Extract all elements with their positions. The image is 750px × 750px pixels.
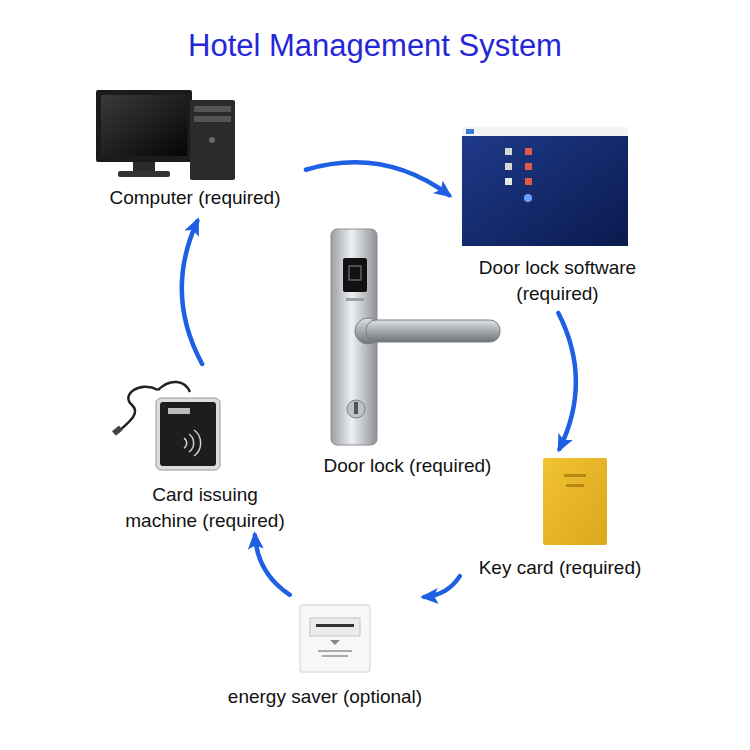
device-node: Door lock (required) bbox=[305, 225, 510, 483]
reader-mark bbox=[349, 266, 361, 280]
card-slot-frame bbox=[310, 618, 360, 636]
device-label: Key card (required) bbox=[465, 555, 655, 581]
app-icon bbox=[525, 178, 532, 185]
plate-print bbox=[322, 655, 348, 657]
door-lock-illustration bbox=[331, 229, 500, 445]
software-window bbox=[462, 127, 628, 246]
app-icon bbox=[524, 194, 532, 202]
encoder-face bbox=[160, 402, 216, 466]
card-encoder-illustration bbox=[112, 382, 220, 470]
flow-arrow bbox=[306, 162, 449, 195]
computer-illustration bbox=[96, 90, 235, 180]
encoder-logo bbox=[168, 408, 190, 414]
lever-handle bbox=[366, 320, 500, 342]
switch-plate bbox=[300, 605, 370, 672]
monitor-screen bbox=[101, 95, 187, 156]
card-print bbox=[566, 484, 584, 487]
app-icon bbox=[525, 163, 532, 170]
device-label: Door lock (required) bbox=[305, 453, 510, 479]
encoder-body bbox=[156, 398, 220, 470]
window-icon bbox=[466, 129, 474, 134]
usb-cable bbox=[158, 382, 190, 392]
device-label: Computer (required) bbox=[90, 185, 300, 211]
device-node: Card issuing machine (required) bbox=[105, 370, 305, 530]
energy-saver-illustration bbox=[300, 605, 370, 672]
monitor-neck bbox=[133, 162, 155, 172]
device-node: Door lock software (required) bbox=[455, 122, 660, 307]
window-bar bbox=[462, 127, 628, 136]
software-screenshot bbox=[462, 127, 628, 246]
rfid-symbol bbox=[184, 430, 201, 456]
device-node: energy saver (optional) bbox=[205, 600, 445, 710]
card-slot bbox=[316, 624, 354, 627]
flow-arrow bbox=[558, 313, 576, 449]
card-print bbox=[564, 474, 586, 477]
monitor-frame bbox=[96, 90, 192, 162]
brand-plate bbox=[346, 298, 364, 301]
device-node: Key card (required) bbox=[465, 455, 655, 580]
usb-plug bbox=[112, 425, 123, 435]
drive-bay bbox=[194, 116, 231, 122]
pc-tower bbox=[190, 100, 235, 180]
app-icon bbox=[505, 148, 512, 155]
key-cylinder bbox=[347, 400, 365, 418]
device-node: Computer (required) bbox=[90, 85, 300, 215]
flow-arrow bbox=[424, 576, 460, 597]
key-card-illustration bbox=[543, 458, 607, 545]
app-icon bbox=[525, 148, 532, 155]
power-button bbox=[209, 137, 215, 143]
flow-arrow bbox=[255, 535, 290, 595]
plate-print bbox=[318, 650, 352, 652]
device-label: Door lock software (required) bbox=[478, 255, 638, 307]
card-reader bbox=[343, 258, 367, 292]
drive-bay bbox=[194, 106, 231, 112]
app-icon bbox=[505, 163, 512, 170]
insert-arrow bbox=[330, 640, 340, 645]
usb-cable bbox=[118, 387, 158, 432]
device-label: energy saver (optional) bbox=[205, 684, 445, 710]
keyhole bbox=[354, 402, 358, 414]
monitor-base bbox=[118, 171, 170, 177]
flow-arrow bbox=[182, 221, 202, 364]
device-label: Card issuing machine (required) bbox=[120, 482, 290, 534]
app-icon bbox=[505, 178, 512, 185]
key-card bbox=[543, 458, 607, 545]
diagram-title: Hotel Management System bbox=[0, 28, 750, 64]
